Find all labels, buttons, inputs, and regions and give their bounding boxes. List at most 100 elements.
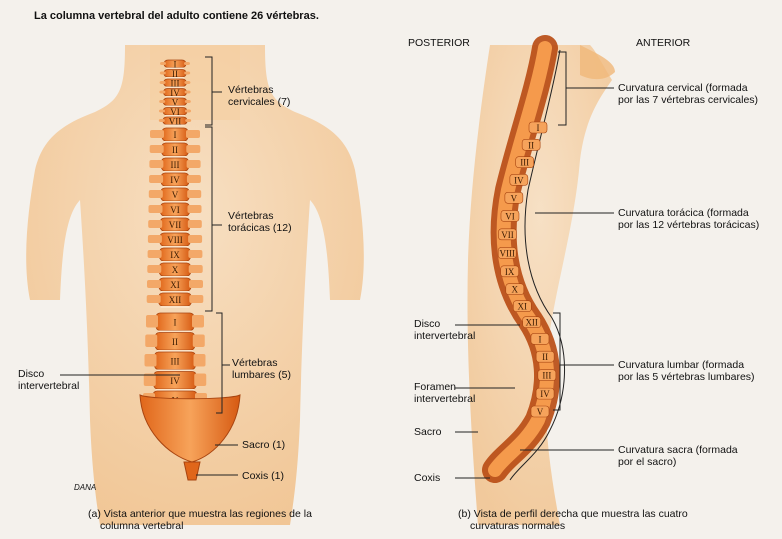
vertebra-process-lumbar-3-r [193,354,206,367]
label-anterior-disc-line2: intervertebral [18,380,80,392]
label-lateral-disc: Disco intervertebral [414,318,475,342]
label-lumbar-curvature-line1: Curvatura lumbar (formada [618,359,745,371]
label-posterior: POSTERIOR [408,37,470,49]
vertebra-numeral-cervical-3: III [171,78,180,88]
lateral-leader-lines [455,51,614,479]
vertebra-process-cervical-4-l [159,90,166,94]
vertebra-process-cervical-1-l [160,62,166,65]
vertebra-numeral-thoracic-2: II [172,145,178,155]
vertebra-process-thoracic-11-r [189,280,203,288]
intervertebral-disc-thoracic-4 [163,186,187,188]
caption-lateral: (b) Vista de perfil derecha que muestra … [458,508,688,532]
label-lumbar-line2: lumbares (5) [232,369,291,381]
lateral-vertebra-numeral-9: IX [505,267,515,277]
lateral-vertebra-numeral-3: III [520,158,529,168]
label-cervical-curvature: Curvatura cervical (formada por las 7 vé… [618,82,758,106]
lateral-vertebra-3 [515,156,534,169]
label-thoracic-curvature: Curvatura torácica (formada por las 12 v… [618,207,759,231]
lateral-vertebra-7 [498,228,517,241]
label-lateral-foramen-line1: Foramen [414,381,457,393]
caption-lateral-line2: curvaturas normales [470,520,566,532]
label-sacral-curvature-line2: por el sacro) [618,456,677,468]
intervertebral-disc-lumbar-2 [157,350,193,352]
vertebra-process-thoracic-2-r [186,145,201,153]
vertebra-process-cervical-7-l [158,119,165,122]
label-cervical-line2: cervicales (7) [228,96,291,108]
vertebra-process-thoracic-2-l [149,145,164,153]
vertebra-numeral-thoracic-3: III [171,160,180,170]
vertebra-process-thoracic-1-r [186,130,200,138]
vertebra-process-cervical-5-l [159,100,166,103]
intervertebral-disc-thoracic-6 [162,216,188,218]
lateral-vertebra-numeral-17: V [537,407,544,417]
label-cervical-line1: Vértebras [228,84,274,96]
lateral-vertebra-4 [509,174,529,186]
label-lateral-disc-line2: intervertebral [414,330,476,342]
vertebra-process-thoracic-10-r [188,265,203,273]
caption-anterior-line2: columna vertebral [100,520,184,532]
intervertebral-disc-cervical-5 [165,105,185,108]
label-lateral-sacrum: Sacro [414,426,442,438]
vertebra-process-thoracic-3-r [186,160,201,168]
intervertebral-disc-cervical-1 [166,67,184,70]
vertebra-process-thoracic-11-l [147,280,161,288]
intervertebral-disc-cervical-3 [165,86,185,89]
vertebra-numeral-thoracic-10: X [172,265,179,275]
vertebra-process-cervical-3-l [159,81,166,84]
vertebra-process-thoracic-1-l [150,130,164,138]
vertebra-process-lumbar-1-l [146,315,158,328]
artist-signature: DANA [74,483,97,492]
lateral-vertebra-8 [497,247,517,259]
intervertebral-disc-cervical-7 [164,124,186,127]
vertebra-process-cervical-1-r [184,62,190,65]
vertebra-process-cervical-4-r [184,90,191,94]
label-lateral-foramen-line2: intervertebral [414,393,476,405]
intervertebral-disc-lumbar-4 [155,389,195,391]
vertebra-process-thoracic-12-r [189,295,204,303]
lateral-vertebra-2 [521,138,541,151]
vertebra-process-thoracic-9-l [147,250,162,258]
vertebra-numeral-thoracic-6: VI [170,205,180,215]
lateral-vertebra-numeral-14: II [542,352,548,362]
vertebra-process-lumbar-4-l [143,373,156,386]
vertebra-process-thoracic-12-l [146,295,161,303]
vertebra-numeral-lumbar-2: II [172,337,178,347]
vertebra-numeral-cervical-7: VII [169,116,182,126]
vertebra-process-lumbar-2-l [145,334,158,347]
figure-title: La columna vertebral del adulto contiene… [34,10,319,22]
vertebra-numeral-thoracic-7: VII [169,220,182,230]
vertebra-process-lumbar-2-r [192,334,205,347]
lateral-vertebra-10 [505,283,525,295]
anterior-spine: IIIIIIIVVVIVIIIIIIIIIVVVIVIIVIIIIXXXIXII… [143,59,207,411]
vertebra-process-cervical-7-r [185,119,192,122]
intervertebral-disc-thoracic-1 [164,141,186,143]
caption-anterior-line1: (a) Vista anterior que muestra las regio… [88,508,312,520]
intervertebral-disc-thoracic-5 [162,201,188,203]
label-anterior-coccyx: Coxis (1) [242,470,285,482]
vertebra-process-thoracic-10-l [147,265,162,273]
vertebra-process-cervical-2-r [184,71,191,75]
vertebra-process-thoracic-6-l [148,205,163,213]
vertebra-process-thoracic-4-r [186,175,201,183]
lateral-vertebra-numeral-1: I [537,123,540,133]
label-anterior-sacrum: Sacro (1) [242,439,286,451]
intervertebral-disc-thoracic-10 [161,276,189,278]
vertebra-process-thoracic-7-l [148,220,163,228]
intervertebral-disc-cervical-2 [165,77,185,79]
vertebra-numeral-lumbar-4: IV [170,376,180,386]
label-lateral-foramen: Foramen intervertebral [414,381,475,405]
lateral-vertebra-12 [522,316,541,329]
vertebra-numeral-thoracic-1: I [174,130,177,140]
label-cervical-curvature-line2: por las 7 vértebras cervicales) [618,94,759,106]
vertebra-numeral-cervical-5: V [172,97,179,107]
anterior-brackets [60,56,238,476]
vertebra-numeral-thoracic-5: V [172,190,179,200]
vertebra-numeral-cervical-6: VI [170,107,180,117]
vertebra-process-thoracic-9-r [188,250,203,258]
intervertebral-disc-thoracic-2 [163,156,187,158]
label-anterior-disc: Disco intervertebral [18,368,79,392]
vertebra-process-cervical-6-r [185,109,191,113]
lateral-vertebra-16 [535,387,555,400]
vertebra-process-cervical-2-l [159,71,166,75]
